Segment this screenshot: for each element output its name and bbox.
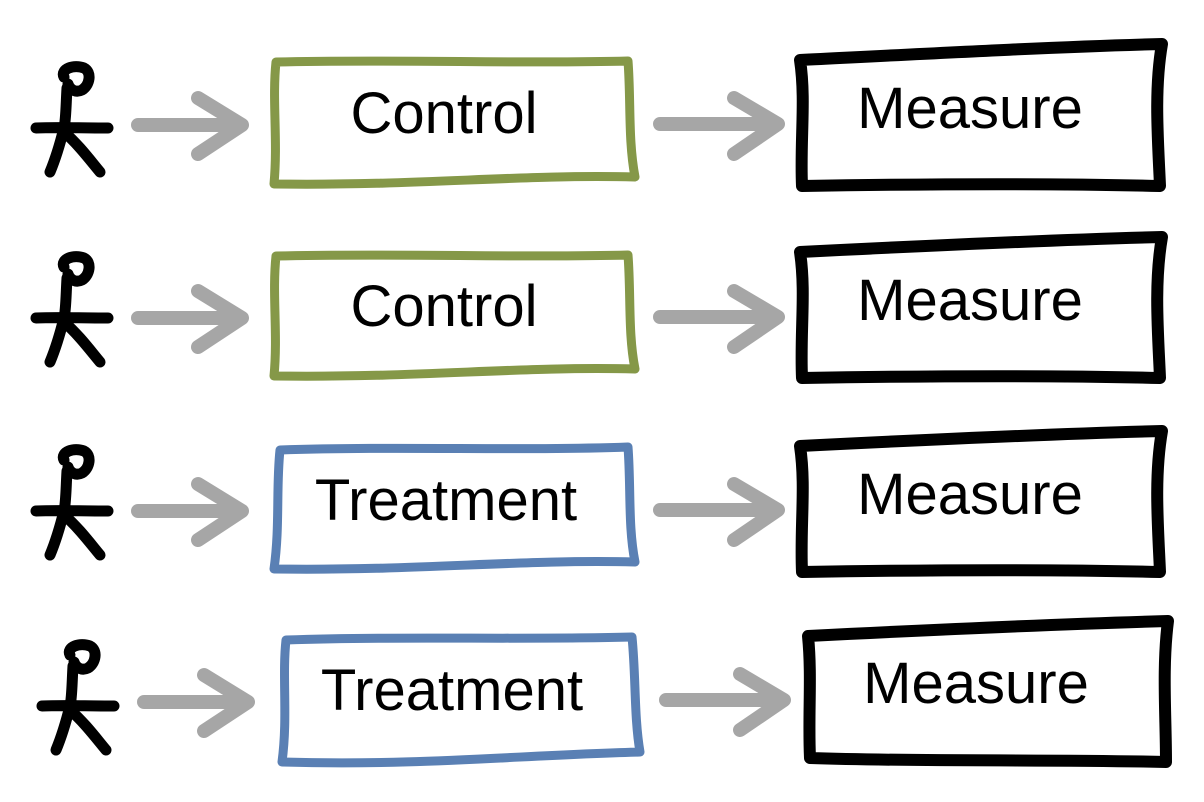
measure-label: Measure bbox=[857, 76, 1083, 141]
group-box: Control bbox=[269, 250, 640, 381]
arrow-right-icon bbox=[659, 667, 791, 737]
group-box: Control bbox=[269, 56, 640, 189]
stick-person-icon bbox=[30, 251, 114, 368]
measure-label: Measure bbox=[857, 462, 1083, 527]
arrow-right-icon bbox=[653, 477, 785, 547]
group-label: Control bbox=[351, 274, 538, 339]
arrow-right-icon bbox=[131, 477, 249, 547]
group-label: Treatment bbox=[321, 658, 583, 723]
measure-label: Measure bbox=[863, 651, 1089, 716]
diagram-row: Control Measure bbox=[30, 231, 1168, 384]
measure-box: Measure bbox=[794, 38, 1168, 192]
stick-person-icon bbox=[36, 639, 120, 756]
measure-box: Measure bbox=[794, 231, 1168, 384]
diagram-row: Treatment Measure bbox=[30, 425, 1168, 578]
measure-box: Measure bbox=[794, 425, 1168, 578]
arrow-right-icon bbox=[131, 91, 249, 161]
diagram-row: Treatment Measure bbox=[36, 615, 1174, 768]
group-box: Treatment bbox=[277, 632, 645, 768]
measure-box: Measure bbox=[802, 615, 1174, 768]
group-label: Control bbox=[351, 81, 538, 146]
arrow-right-icon bbox=[653, 284, 785, 354]
diagram-row: Control Measure bbox=[30, 38, 1168, 192]
arrow-right-icon bbox=[653, 91, 785, 161]
group-box: Treatment bbox=[269, 442, 640, 574]
measure-label: Measure bbox=[857, 268, 1083, 333]
arrow-right-icon bbox=[137, 668, 255, 738]
stick-person-icon bbox=[30, 444, 114, 561]
group-label: Treatment bbox=[315, 468, 577, 533]
arrow-right-icon bbox=[131, 284, 249, 354]
stick-person-icon bbox=[30, 61, 114, 178]
